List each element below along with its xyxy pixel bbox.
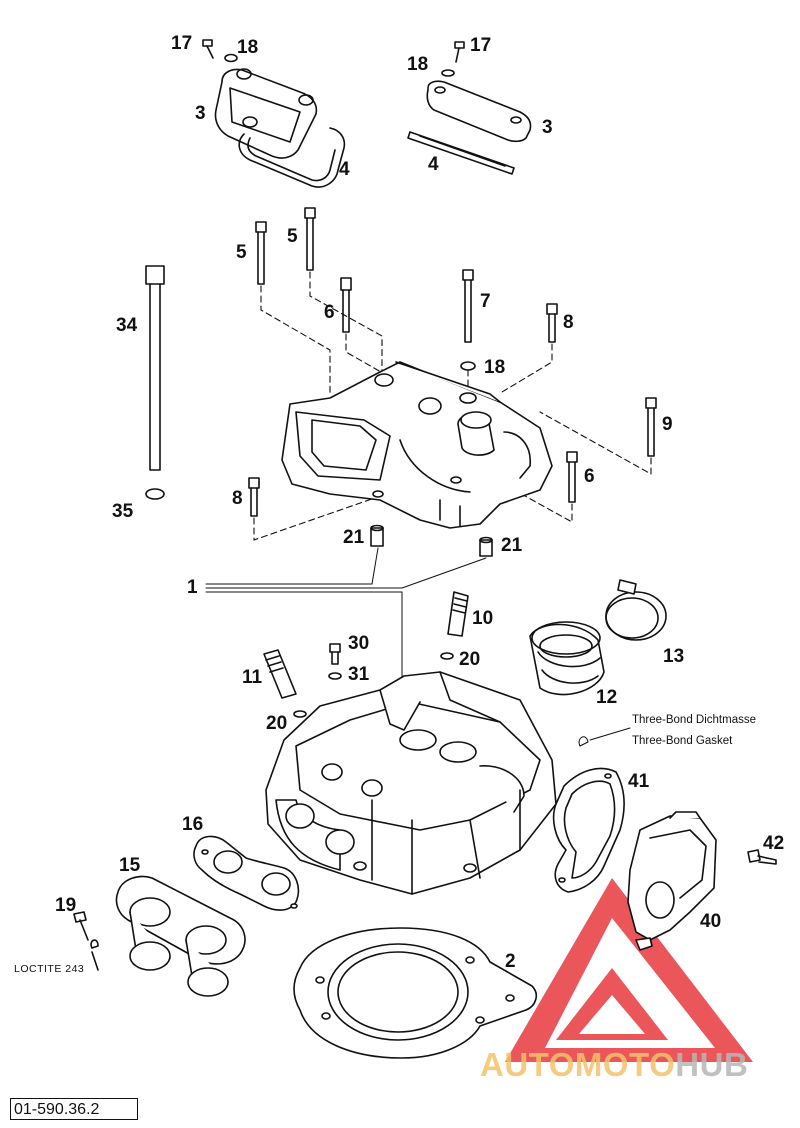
cylinder-head	[265, 671, 557, 895]
watermark-text-part1: AUTOMOTO	[480, 1046, 676, 1083]
callout-6: 6	[584, 466, 595, 487]
callout-19: 19	[55, 895, 77, 916]
callout-18: 18	[237, 37, 259, 58]
callout-20: 20	[266, 713, 288, 734]
callout-9: 9	[662, 414, 673, 435]
screw-19	[73, 911, 99, 971]
drawing-number: 01-590.36.2	[10, 1098, 138, 1120]
valve-cover-left	[202, 39, 346, 188]
valve-cover-right	[407, 41, 532, 175]
screw-30	[328, 643, 342, 680]
watermark-wordmark: AUTOMOTOHUB	[480, 1046, 748, 1084]
callout-13: 13	[663, 646, 685, 667]
callout-30: 30	[348, 633, 370, 654]
callout-6: 6	[324, 302, 335, 323]
callout-16: 16	[182, 814, 204, 835]
callout-11: 11	[242, 667, 263, 688]
exhaust-flange	[115, 875, 246, 997]
callout-8: 8	[232, 488, 243, 509]
dowel-pins	[370, 524, 493, 557]
callout-34: 34	[116, 315, 138, 336]
cylinder-head-bolts	[248, 207, 657, 517]
water-pump-cover	[627, 811, 717, 951]
watermark-logo	[505, 878, 753, 1062]
callout-21: 21	[343, 527, 365, 548]
leader-part-1	[205, 547, 487, 691]
callout-5: 5	[236, 242, 247, 263]
callout-15: 15	[119, 855, 141, 876]
loctite-note: LOCTITE 243	[14, 963, 85, 975]
sealant-leader	[578, 727, 631, 747]
callout-2: 2	[505, 951, 516, 972]
exhaust-gasket	[193, 835, 300, 911]
callout-40: 40	[700, 911, 722, 932]
callout-21: 21	[501, 535, 523, 556]
callout-20: 20	[459, 649, 481, 670]
callout-42: 42	[763, 833, 785, 854]
callout-18: 18	[407, 54, 429, 75]
callout-4: 4	[428, 154, 439, 175]
callout-3: 3	[195, 103, 206, 124]
callout-35: 35	[112, 501, 134, 522]
callout-10: 10	[472, 608, 494, 629]
callout-41: 41	[628, 771, 650, 792]
callout-1: 1	[187, 577, 198, 598]
watermark-text-part2: HUB	[675, 1046, 749, 1083]
sealant-note-german: Three-Bond Dichtmasse	[632, 714, 756, 726]
callout-4: 4	[339, 159, 350, 180]
cam-carrier	[281, 361, 553, 529]
callout-3: 3	[542, 117, 553, 138]
callout-17: 17	[171, 33, 193, 54]
valve-guides	[263, 591, 469, 718]
callout-12: 12	[596, 687, 618, 708]
callout-5: 5	[287, 226, 298, 247]
callout-7: 7	[480, 291, 491, 312]
callout-17: 17	[470, 35, 492, 56]
callout-18: 18	[484, 357, 506, 378]
screw-42	[747, 849, 777, 865]
intake-boot	[529, 579, 667, 696]
callout-31: 31	[348, 664, 370, 685]
callout-8: 8	[563, 312, 574, 333]
head-gasket	[293, 927, 538, 1059]
stud-34	[145, 265, 165, 500]
water-pump-gasket	[552, 767, 625, 893]
sealant-note-english: Three-Bond Gasket	[632, 735, 733, 747]
